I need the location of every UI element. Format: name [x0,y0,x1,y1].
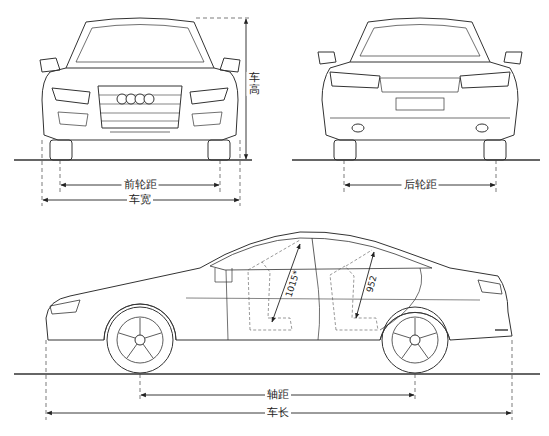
rear-view [318,18,522,160]
front-view [40,18,240,160]
width-label: 车宽 [127,193,153,206]
length-label: 车长 [265,406,291,419]
side-view [46,232,512,373]
height-label: 车高 [247,72,262,96]
rear-track-label: 后轮距 [402,178,439,191]
headroom-label: 1015* [283,267,303,300]
front-track-label: 前轮距 [122,178,159,191]
headroom-label: 952 [364,272,380,295]
wheelbase-label: 轴距 [265,388,291,401]
